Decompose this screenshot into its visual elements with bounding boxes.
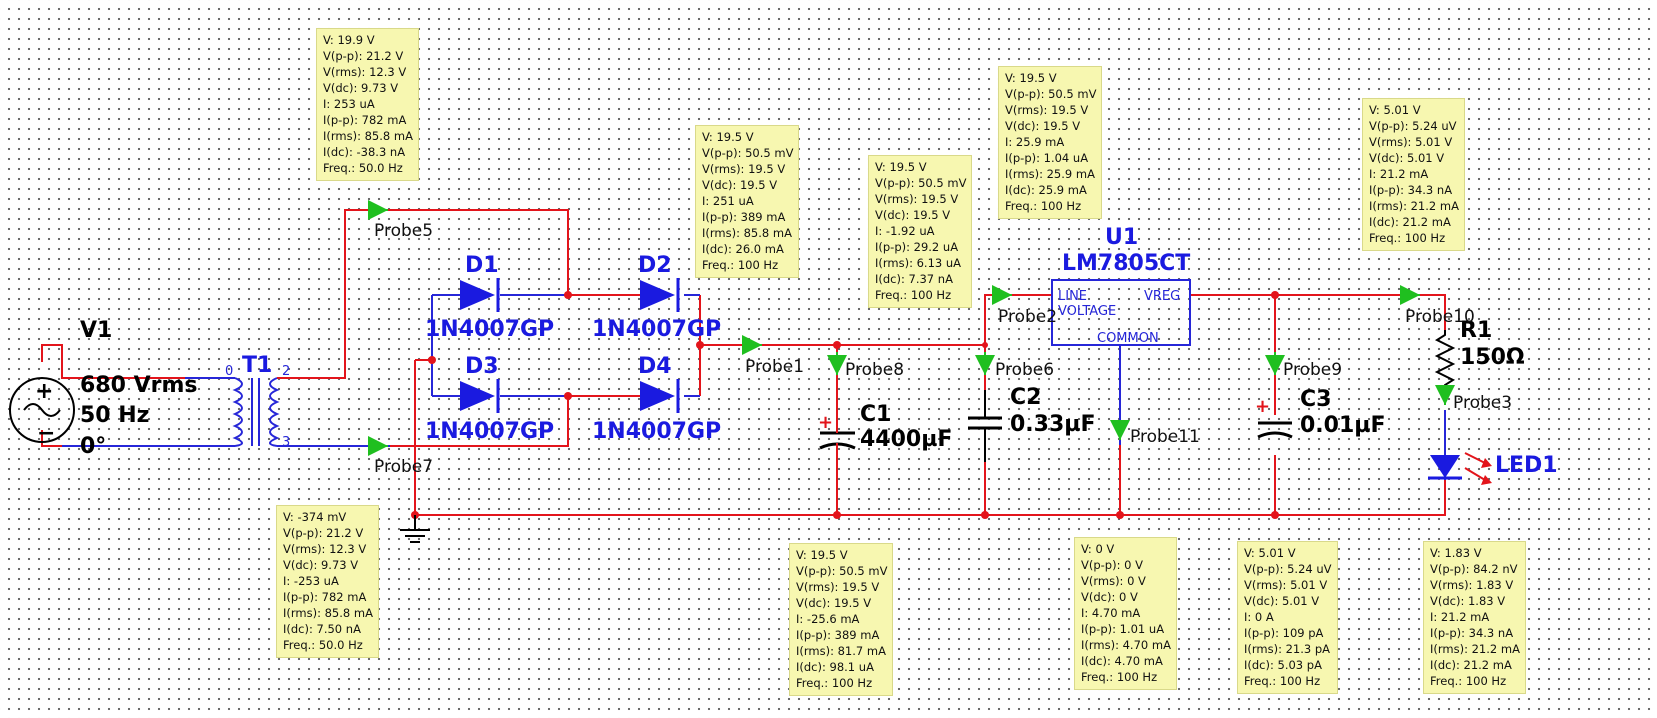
probe1-readout: V: 19.5 V V(p-p): 50.5 mV V(rms): 19.5 V… — [695, 125, 800, 278]
v1-ref: V1 — [80, 318, 112, 343]
t1-pin3: 3 — [282, 435, 290, 450]
junction-dots — [411, 291, 1279, 519]
t1-ref: T1 — [242, 353, 272, 378]
regulator-u1[interactable]: U1 LM7805CT LINE VREG VOLTAGE COMMON — [1051, 225, 1191, 346]
u1-pin-voltage: VOLTAGE — [1058, 304, 1116, 319]
u1-model: LM7805CT — [1062, 251, 1190, 276]
probe11-readout: V: 0 V V(p-p): 0 V V(rms): 0 V V(dc): 0 … — [1074, 537, 1177, 690]
v1-freq: 50 Hz — [80, 403, 150, 428]
u1-pin-line: LINE — [1058, 289, 1087, 304]
d1-model: 1N4007GP — [425, 317, 554, 342]
ground-symbol — [400, 515, 430, 543]
u1-ref: U1 — [1105, 225, 1138, 250]
d2-model: 1N4007GP — [592, 317, 721, 342]
c1-polarity: + — [818, 412, 833, 433]
probe9-label: Probe9 — [1283, 360, 1342, 380]
probe8-label: Probe8 — [845, 360, 904, 380]
probe10-readout: V: 5.01 V V(p-p): 5.24 uV V(rms): 5.01 V… — [1362, 98, 1465, 251]
diode-d1[interactable]: D1 1N4007GP — [425, 253, 554, 342]
u1-pin-common: COMMON — [1097, 331, 1159, 346]
led1-ref: LED1 — [1495, 453, 1558, 478]
probe5-readout: V: 19.9 V V(p-p): 21.2 V V(rms): 12.3 V … — [316, 28, 419, 181]
r1-value: 150Ω — [1460, 345, 1525, 370]
d2-ref: D2 — [638, 253, 672, 278]
probe7-readout: V: -374 mV V(p-p): 21.2 V V(rms): 12.3 V… — [276, 505, 379, 658]
t1-transformer[interactable]: T1 0 2 3 — [225, 353, 290, 450]
c3-ref: C3 — [1300, 387, 1331, 412]
c1-ref: C1 — [860, 402, 891, 427]
probe3-readout: V: 1.83 V V(p-p): 84.2 nV V(rms): 1.83 V… — [1423, 541, 1526, 694]
probe10-label: Probe10 — [1405, 307, 1475, 327]
probe5-label: Probe5 — [374, 221, 433, 241]
diode-d3[interactable]: D3 1N4007GP — [425, 354, 554, 444]
d4-ref: D4 — [638, 354, 672, 379]
probe-arrows — [368, 200, 1455, 456]
capacitor-c2[interactable]: C2 0.33µF — [968, 385, 1096, 462]
c1-value: 4400µF — [860, 427, 952, 452]
probe6-readout: V: 19.5 V V(p-p): 50.5 mV V(rms): 19.5 V… — [868, 155, 973, 308]
probe11-label: Probe11 — [1130, 427, 1200, 447]
svg-text:−: − — [37, 421, 55, 446]
probe8-readout: V: 19.5 V V(p-p): 50.5 mV V(rms): 19.5 V… — [789, 543, 894, 696]
probe1-label: Probe1 — [745, 357, 804, 377]
probe2-readout: V: 19.5 V V(p-p): 50.5 mV V(rms): 19.5 V… — [998, 66, 1103, 219]
probe3-label: Probe3 — [1453, 393, 1512, 413]
d3-model: 1N4007GP — [425, 419, 554, 444]
d4-model: 1N4007GP — [592, 419, 721, 444]
probe-labels: Probe5 Probe7 Probe1 Probe8 Probe6 Probe… — [374, 221, 1512, 477]
v1-voltage: 680 Vrms — [80, 373, 197, 398]
d3-ref: D3 — [465, 354, 499, 379]
v1-phase: 0° — [80, 434, 106, 459]
t1-pin2: 2 — [282, 364, 290, 379]
c3-polarity: + — [1255, 396, 1270, 417]
resistor-r1[interactable]: R1 150Ω — [1434, 318, 1525, 392]
probe2-label: Probe2 — [998, 307, 1057, 327]
c2-value: 0.33µF — [1010, 412, 1096, 437]
c2-ref: C2 — [1010, 385, 1041, 410]
svg-text:+: + — [35, 379, 53, 404]
r1-ref: R1 — [1460, 318, 1492, 343]
u1-pin-vreg: VREG — [1144, 289, 1180, 304]
probe6-label: Probe6 — [995, 360, 1054, 380]
diode-d2[interactable]: D2 1N4007GP — [592, 253, 721, 342]
capacitor-c1[interactable]: + C1 4400µF — [818, 402, 952, 455]
probe7-label: Probe7 — [374, 457, 433, 477]
v1-ac-source[interactable]: + − V1 680 Vrms 50 Hz 0° — [9, 318, 197, 459]
probe9-readout: V: 5.01 V V(p-p): 5.24 uV V(rms): 5.01 V… — [1237, 541, 1338, 694]
led-led1[interactable]: LED1 — [1428, 452, 1558, 485]
d1-ref: D1 — [465, 253, 499, 278]
capacitor-c3[interactable]: + C3 0.01µF — [1255, 387, 1386, 439]
c3-value: 0.01µF — [1300, 413, 1386, 438]
diode-d4[interactable]: D4 1N4007GP — [592, 354, 721, 444]
wires-blue — [62, 294, 1446, 480]
t1-pin0: 0 — [225, 364, 233, 379]
